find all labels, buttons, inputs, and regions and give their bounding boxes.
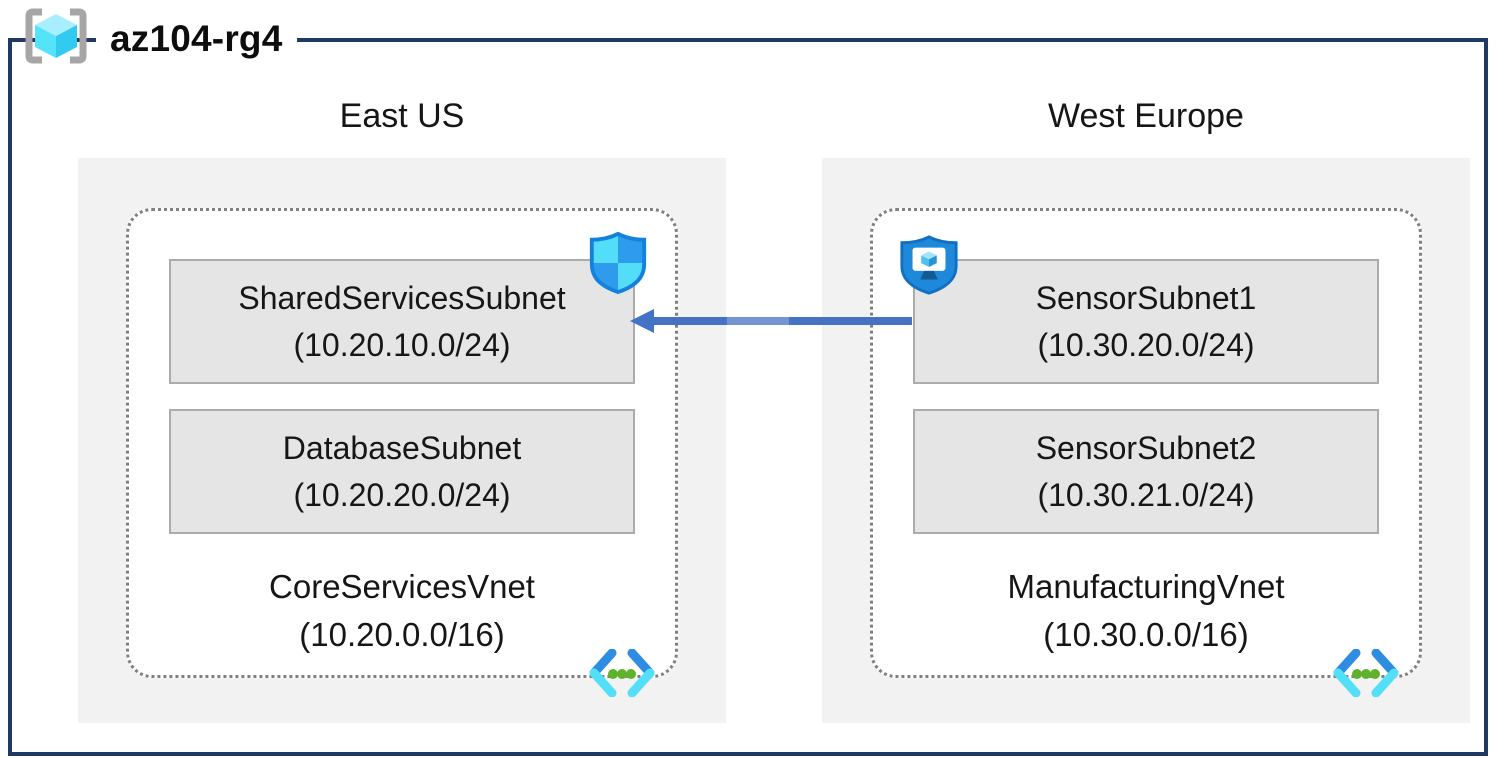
region-label: West Europe xyxy=(1048,97,1244,135)
region-west-europe: West Europe SensorSubnet1 (10.30.20.0/24… xyxy=(822,94,1470,723)
resource-group-icon xyxy=(25,8,87,64)
subnet-name: SensorSubnet2 xyxy=(1035,429,1257,466)
resource-group-frame xyxy=(8,38,1488,756)
region-box-west-europe: SensorSubnet1 (10.30.20.0/24) SensorSubn… xyxy=(822,158,1470,723)
vnet-name: ManufacturingVnet xyxy=(1007,568,1285,605)
vnet-box-coreservices: SharedServicesSubnet (10.20.10.0/24) Dat… xyxy=(126,208,678,697)
vnet-cidr: (10.30.0.0/16) xyxy=(1043,616,1249,653)
subnet-sensor2: SensorSubnet2 (10.30.21.0/24) xyxy=(913,409,1379,534)
bastion-shield-monitor-icon xyxy=(900,235,958,295)
subnet-cidr: (10.30.20.0/24) xyxy=(1037,326,1255,363)
virtual-network-icon xyxy=(1333,649,1399,697)
region-label: East US xyxy=(339,97,465,135)
vnet-name: CoreServicesVnet xyxy=(269,568,535,605)
subnet-database: DatabaseSubnet (10.20.20.0/24) xyxy=(169,409,635,534)
subnet-cidr: (10.20.20.0/24) xyxy=(293,476,511,513)
vnet-label-coreservices: CoreServicesVnet (10.20.0.0/16) xyxy=(129,563,675,659)
vnet-label-manufacturing: ManufacturingVnet (10.30.0.0/16) xyxy=(873,563,1419,659)
region-box-east-us: SharedServicesSubnet (10.20.10.0/24) Dat… xyxy=(78,158,726,723)
subnet-cidr: (10.30.21.0/24) xyxy=(1037,476,1255,513)
resource-group-title: az104-rg4 xyxy=(96,14,297,64)
subnet-cidr: (10.20.10.0/24) xyxy=(293,326,511,363)
subnet-name: DatabaseSubnet xyxy=(282,429,522,466)
network-security-shield-icon xyxy=(589,231,647,295)
subnet-sensor1: SensorSubnet1 (10.30.20.0/24) xyxy=(913,259,1379,384)
vnet-cidr: (10.20.0.0/16) xyxy=(299,616,505,653)
subnet-name: SharedServicesSubnet xyxy=(238,279,566,316)
vnet-box-manufacturing: SensorSubnet1 (10.30.20.0/24) SensorSubn… xyxy=(870,208,1422,697)
subnet-sharedservices: SharedServicesSubnet (10.20.10.0/24) xyxy=(169,259,635,384)
subnet-name: SensorSubnet1 xyxy=(1035,279,1257,316)
region-east-us: East US SharedServicesSubnet (10.20.10.0… xyxy=(78,94,726,723)
virtual-network-icon xyxy=(589,649,655,697)
